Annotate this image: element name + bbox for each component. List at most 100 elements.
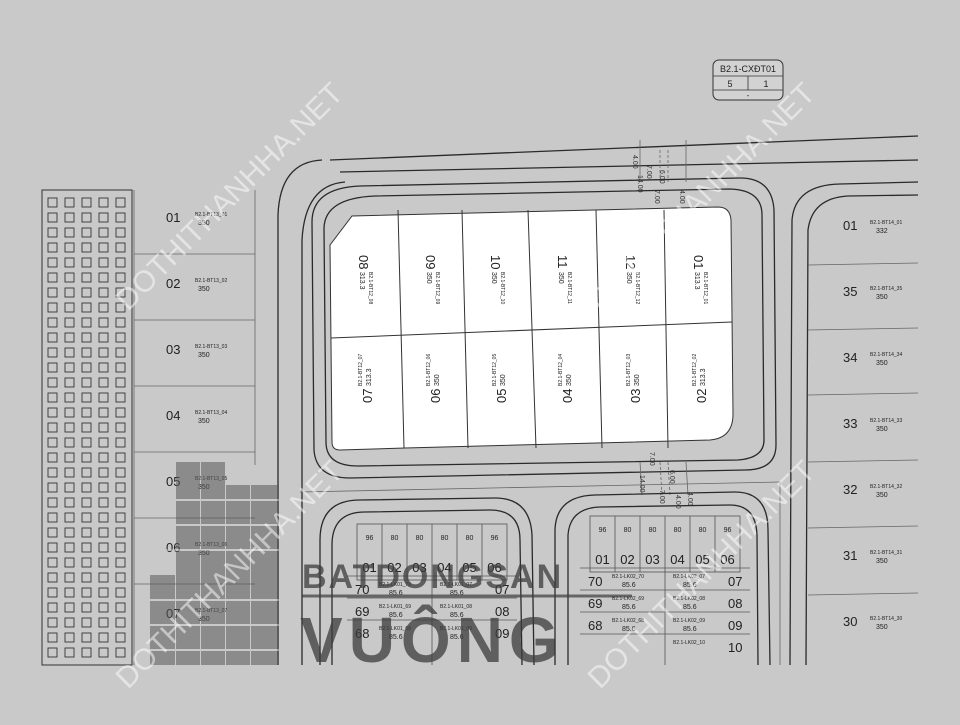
lot-code: B2.1-LK02_09 bbox=[673, 618, 705, 624]
grid-cell bbox=[81, 632, 92, 643]
grid-cell bbox=[47, 377, 58, 388]
lot-number: 01 bbox=[595, 552, 609, 567]
lot-area: 80 bbox=[391, 535, 399, 542]
lot-area: 313.3 bbox=[358, 272, 365, 290]
grid-cell bbox=[81, 482, 92, 493]
road-dimension: 14.00 bbox=[638, 475, 645, 493]
grid-cell bbox=[47, 212, 58, 223]
lot-area: 80 bbox=[699, 527, 707, 534]
lot-number: 06 bbox=[720, 552, 734, 567]
grid-cell bbox=[115, 572, 126, 583]
brand-text-watermark: BATDONGSAN VUÔNG bbox=[300, 558, 632, 676]
lot-number: 03 bbox=[645, 552, 659, 567]
grid-cell bbox=[64, 347, 75, 358]
grid-cell bbox=[64, 602, 75, 613]
grid-cell bbox=[64, 257, 75, 268]
lot-area: 350 bbox=[876, 624, 888, 631]
lot-area: 332 bbox=[876, 228, 888, 235]
grid-cell bbox=[98, 287, 109, 298]
grid-cell bbox=[81, 437, 92, 448]
lot-area: 80 bbox=[624, 527, 632, 534]
grid-cell bbox=[64, 632, 75, 643]
lot-number: 09 bbox=[728, 618, 742, 633]
lot-number: 12 bbox=[623, 255, 638, 269]
grid-cell bbox=[115, 512, 126, 523]
grid-cell bbox=[115, 587, 126, 598]
grid-cell bbox=[64, 227, 75, 238]
road-dimension: 4.00 bbox=[631, 155, 638, 169]
lot-area: 350 bbox=[198, 418, 210, 425]
grid-cell bbox=[47, 227, 58, 238]
zone-tag-left: 5 bbox=[727, 79, 732, 89]
grid-cell bbox=[47, 197, 58, 208]
grid-cell bbox=[98, 527, 109, 538]
grid-cell bbox=[47, 257, 58, 268]
grid-cell bbox=[98, 512, 109, 523]
grid-cell bbox=[64, 617, 75, 628]
grid-cell bbox=[115, 437, 126, 448]
grid-cell bbox=[115, 482, 126, 493]
grid-cell bbox=[98, 437, 109, 448]
lot-area: 350 bbox=[500, 374, 507, 386]
lot-area: 85.6 bbox=[622, 582, 636, 589]
grid-cell bbox=[98, 302, 109, 313]
grid-cell bbox=[98, 647, 109, 658]
grid-cell bbox=[98, 347, 109, 358]
lot-code: B2.1-BT12_11 bbox=[566, 272, 572, 304]
lot-number: 01 bbox=[691, 255, 706, 269]
grid-cell bbox=[64, 587, 75, 598]
lot-area: 85.6 bbox=[389, 634, 403, 641]
lot-divider bbox=[663, 209, 669, 449]
lot-code: B2.1-BT12_05 bbox=[492, 354, 498, 386]
road-dimension: 7.00 bbox=[658, 490, 665, 504]
grid-cell bbox=[64, 377, 75, 388]
grid-cell bbox=[115, 227, 126, 238]
grid-cell bbox=[64, 527, 75, 538]
lot-number: 31 bbox=[843, 548, 857, 563]
lot-code: B2.1-LK02_68 bbox=[612, 618, 644, 624]
